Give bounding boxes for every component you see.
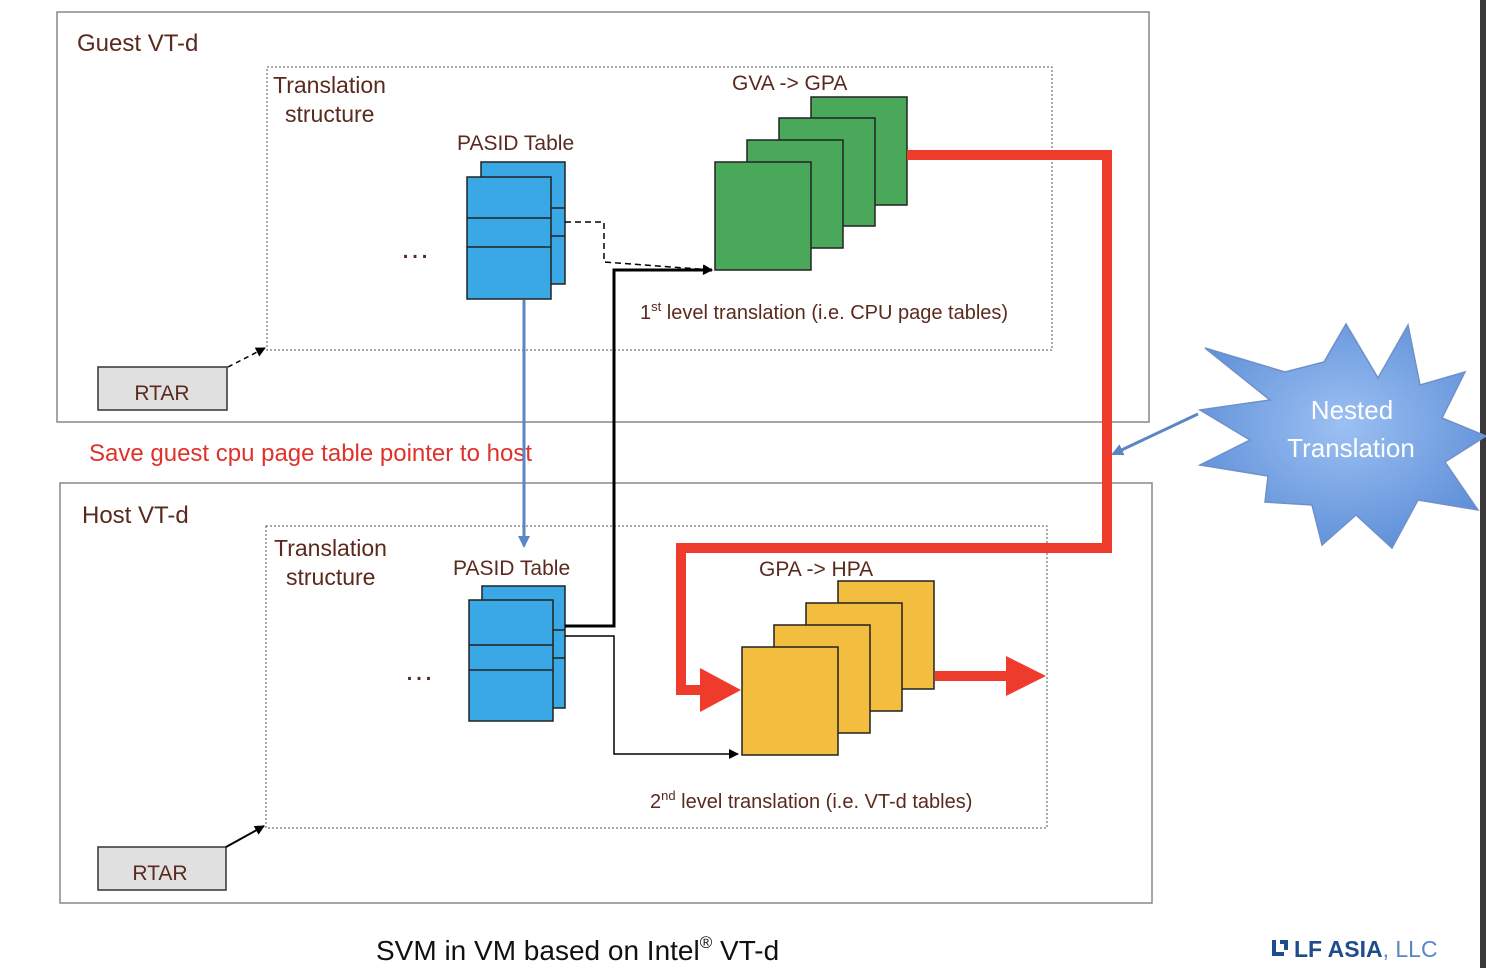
guest-title: Guest VT-d bbox=[77, 30, 198, 57]
host-pasid-to-guest-pagetable-arrow bbox=[565, 265, 713, 628]
screen-edge-strip bbox=[1480, 0, 1486, 968]
guest-pasid-to-pagetable-arrow bbox=[565, 221, 713, 275]
guest-pasid-table bbox=[466, 161, 566, 300]
nested-translation-path bbox=[676, 150, 1112, 712]
save-pointer-note: Save guest cpu page table pointer to hos… bbox=[89, 440, 532, 467]
nested-label-2: Translation bbox=[1287, 433, 1415, 463]
first-level-translation-label: 1st level translation (i.e. CPU page tab… bbox=[640, 299, 1008, 324]
host-pasid-label: PASID Table bbox=[453, 557, 570, 580]
starburst-shape bbox=[1197, 322, 1486, 550]
guest-pasid-label: PASID Table bbox=[457, 132, 574, 155]
gva-gpa-label: GVA -> GPA bbox=[732, 72, 847, 95]
lf-asia-logo: LF ASIA, LLC bbox=[1272, 936, 1438, 962]
guest-rtar-box bbox=[97, 366, 228, 411]
second-level-translation-label: 2nd level translation (i.e. VT-d tables) bbox=[650, 788, 972, 813]
logo-bold-text: LF ASIA, LLC bbox=[1294, 936, 1438, 962]
host-translation-label-2: structure bbox=[286, 564, 375, 590]
guest-translation-structure-box bbox=[266, 66, 1053, 351]
host-translation-label-1: Translation bbox=[274, 535, 387, 561]
host-title: Host VT-d bbox=[82, 502, 189, 529]
host-rtar-arrow bbox=[225, 825, 265, 848]
guest-translation-label-2: structure bbox=[285, 101, 374, 127]
host-rtar-box bbox=[97, 846, 227, 891]
host-ellipsis: … bbox=[404, 654, 434, 687]
host-translation-structure-box bbox=[265, 525, 1048, 829]
host-pasid-to-pagetable-arrow bbox=[565, 635, 739, 759]
footer-title: SVM in VM based on Intel® VT-d bbox=[376, 933, 779, 966]
gpa-hpa-label: GPA -> HPA bbox=[759, 558, 873, 581]
lf-logo-icon bbox=[1272, 940, 1288, 956]
guest-rtar-arrow bbox=[227, 347, 266, 368]
guest-vtd-panel: Guest VT-d Translation structure PASID T… bbox=[56, 11, 1150, 423]
host-page-tables-stack bbox=[741, 580, 935, 756]
host-pasid-table bbox=[468, 585, 566, 722]
nested-callout-arrow bbox=[1111, 412, 1199, 456]
host-rtar-label: RTAR bbox=[132, 862, 187, 885]
guest-rtar-label: RTAR bbox=[134, 382, 189, 405]
guest-ellipsis: … bbox=[400, 232, 430, 265]
guest-translation-label-1: Translation bbox=[273, 72, 386, 98]
nested-label-1: Nested bbox=[1311, 395, 1393, 425]
nested-translation-callout: Nested Translation bbox=[1111, 322, 1486, 550]
